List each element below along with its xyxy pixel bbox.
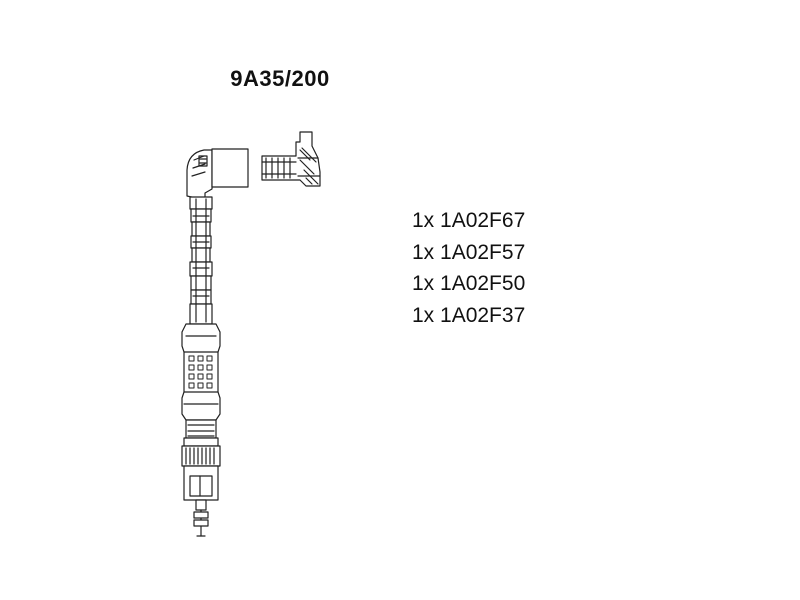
terminal-pin [193,499,209,537]
parts-list-item: 1x 1A02F67 [412,209,526,232]
parts-list-item: 1x 1A02F37 [412,303,526,327]
ignition-cable [189,196,213,325]
parts-list-item: 1x 1A02F50 [412,272,526,295]
spark-plug-boot [186,148,249,201]
part-number-title: 9A35/200 [230,66,330,91]
coil-connector [181,323,221,501]
parts-list: 1x 1A02F67 1x 1A02F57 1x 1A02F50 1x 1A02… [412,205,525,331]
terminal-adapter [261,131,321,187]
parts-list-item: 1x 1A02F57 [412,240,526,264]
